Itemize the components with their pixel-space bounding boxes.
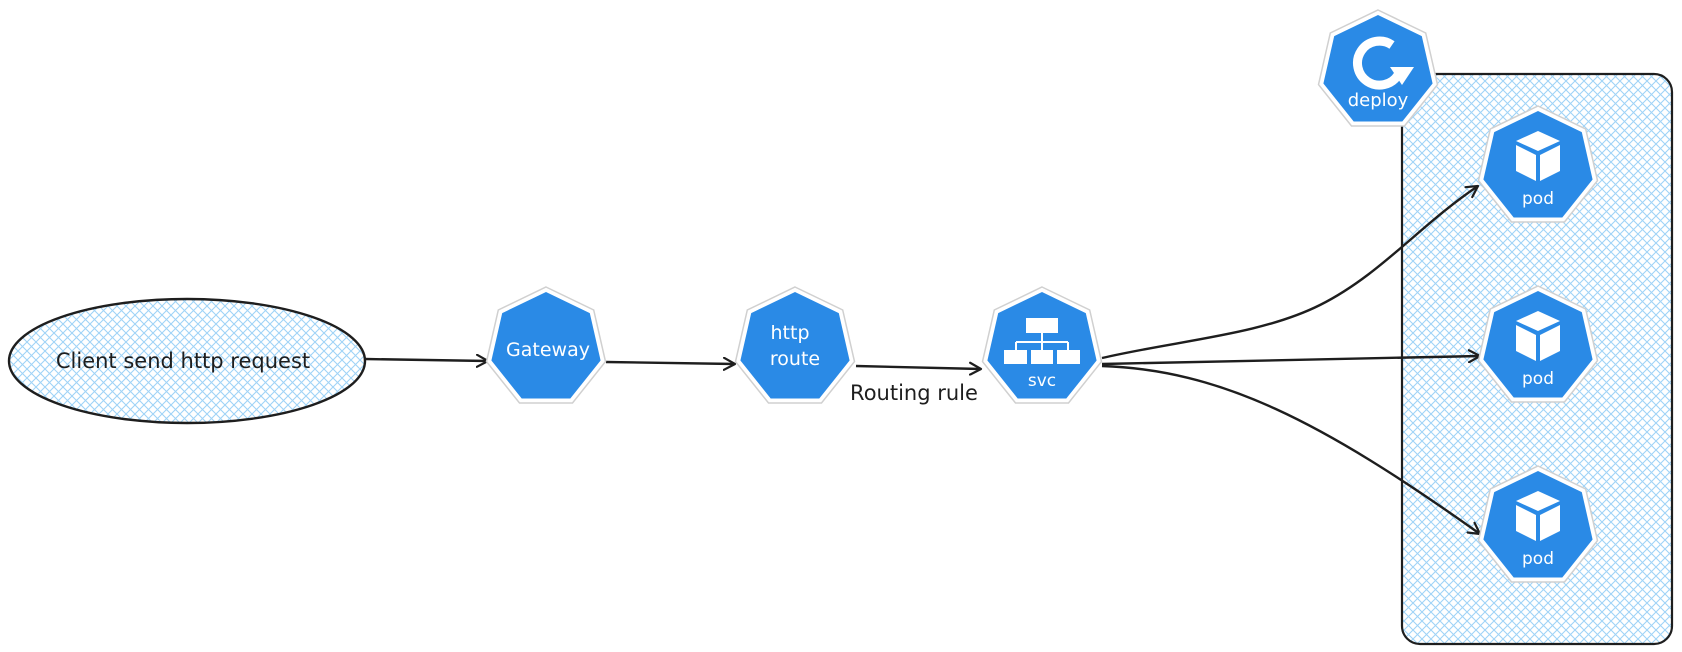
httproute-label-line2: route [770,348,820,370]
routing-rule-label: Routing rule [850,381,978,405]
edge-gateway-httproute [605,362,735,364]
client-node[interactable]: Client send http request [7,297,367,425]
pod-node-2[interactable]: pod [1477,285,1599,403]
edge-httproute-svc [855,366,981,369]
edge-client-gateway [364,359,488,361]
cube-icon [1516,491,1560,541]
pod-label: pod [1522,549,1554,569]
pod-label: pod [1522,189,1554,209]
edge-svc-pod-1 [1101,186,1478,360]
cube-icon [1516,311,1560,361]
gateway-label: Gateway [506,339,590,361]
httproute-node[interactable]: http route [734,286,856,404]
edges [364,186,1480,534]
httproute-label-line1: http [770,322,809,344]
svc-node[interactable]: svc [981,286,1103,404]
cube-icon [1516,131,1560,181]
pod-node-3[interactable]: pod [1477,465,1599,583]
deploy-node[interactable]: deploy [1317,9,1439,127]
pod-label: pod [1522,369,1554,389]
gateway-node[interactable]: Gateway [485,286,607,404]
svc-label: svc [1028,371,1056,391]
edge-svc-pod-2 [1101,356,1480,366]
pod-node-1[interactable]: pod [1477,105,1599,223]
deploy-label: deploy [1348,90,1409,111]
network-tree-icon [1004,318,1080,364]
edge-svc-pod-3 [1101,364,1480,534]
refresh-icon [1353,36,1414,90]
client-label: Client send http request [56,349,310,373]
